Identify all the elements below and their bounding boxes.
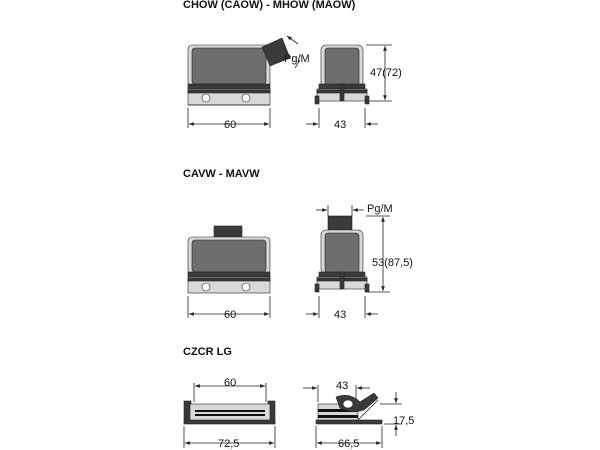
section-title-cavw: CAVW - MAVW (183, 168, 260, 180)
thread-label-pgm-cavw: Pg/M (367, 203, 393, 215)
section-title-czcr: CZCR LG (183, 346, 232, 358)
dim-top-width-60: 60 (224, 377, 236, 389)
hood-side-view (314, 44, 370, 105)
dim-height-53-87-5: 53(87,5) (372, 257, 413, 269)
thread-label-pgm: Pg/M (284, 53, 310, 65)
base-side-view (315, 392, 383, 425)
hood-front-view-top-entry (187, 225, 271, 294)
dim-width-60-cavw: 60 (224, 309, 236, 321)
dim-depth-43: 43 (334, 119, 346, 131)
section-title-chow: CHOW (CAOW) - MHOW (MAOW) (183, 0, 356, 11)
dim-top-depth-43: 43 (336, 380, 348, 392)
hood-side-view-top-entry (314, 215, 370, 293)
dim-height-47-72: 47(72) (370, 67, 402, 79)
dim-bottom-depth-66-5: 66,5 (338, 438, 359, 450)
dim-depth-43-cavw: 43 (334, 309, 346, 321)
base-front-view (183, 400, 276, 425)
dim-height-17-5: 17,5 (393, 415, 414, 427)
hood-front-view-angled (187, 37, 291, 106)
dim-width-60: 60 (224, 119, 236, 131)
dim-bottom-width-72-5: 72,5 (218, 438, 239, 450)
